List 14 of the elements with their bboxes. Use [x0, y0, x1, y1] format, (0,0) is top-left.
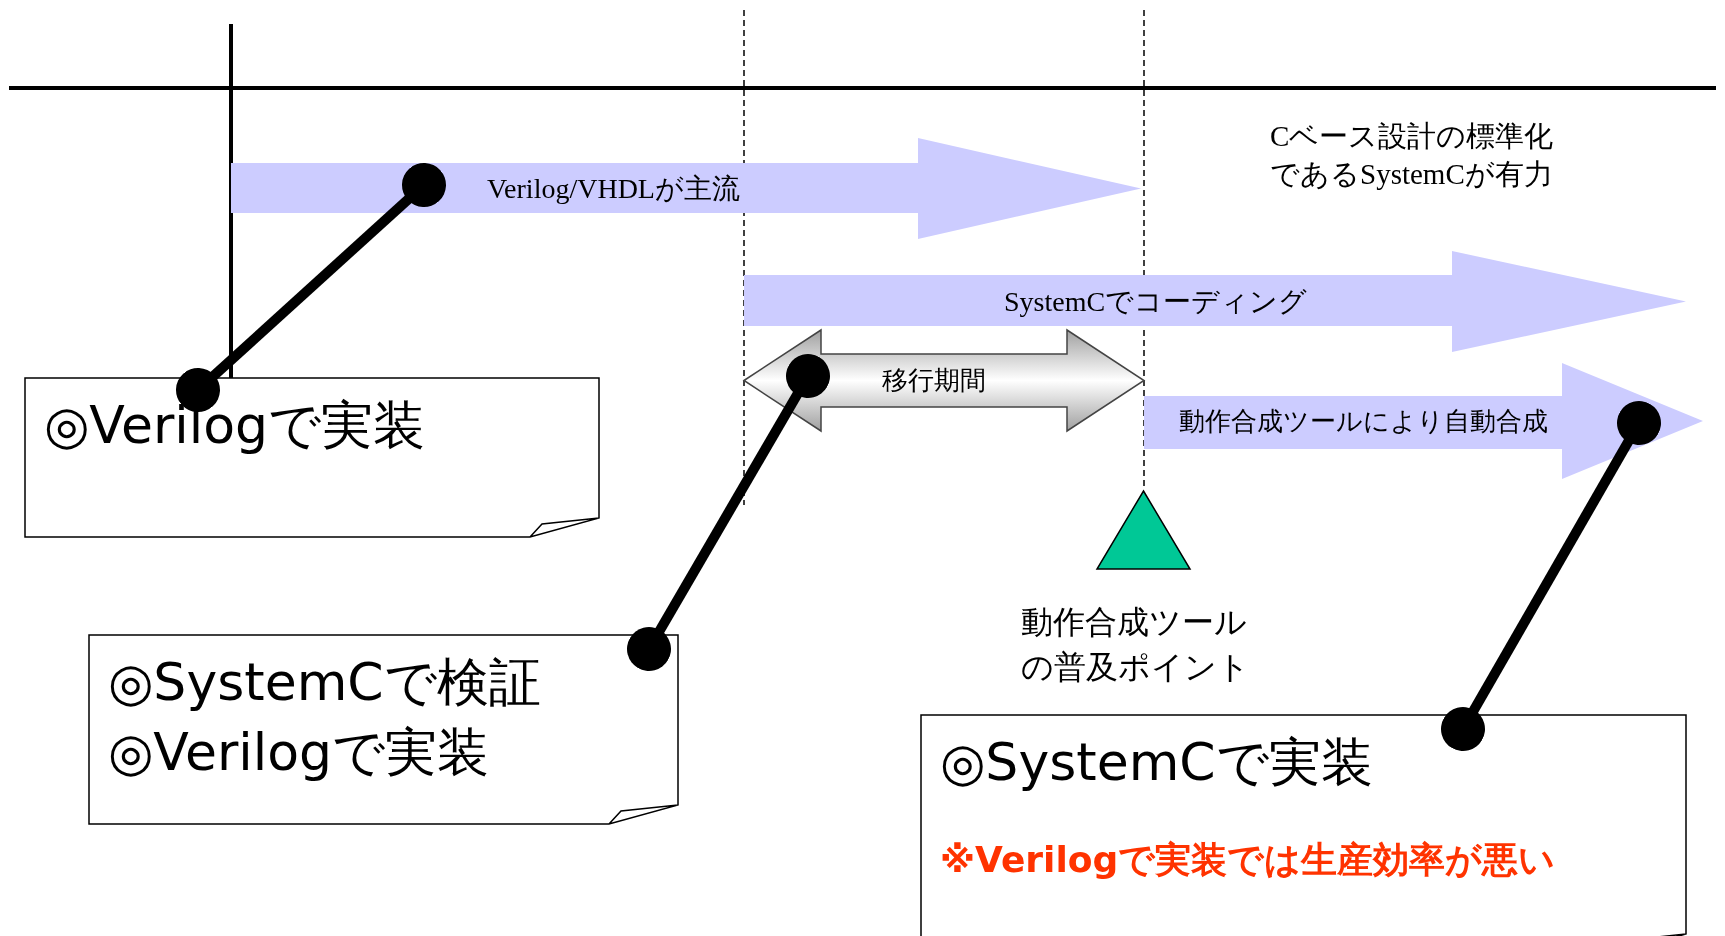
note-label: Cベース設計の標準化であるSystemCが有力 — [1270, 119, 1555, 192]
leader-line — [627, 354, 830, 671]
arrow-label: SystemCでコーディング — [1004, 285, 1308, 320]
arrow-label: 移行期間 — [882, 363, 986, 397]
note-text: ◎Verilogで実装 — [44, 394, 425, 457]
note-text: ◎Verilogで実装 — [108, 721, 489, 785]
note-text: ◎SystemCで実装 — [940, 731, 1373, 794]
arrow-label: Verilog/VHDLが主流 — [487, 172, 740, 207]
milestone-caption: 動作合成ツールの普及ポイント — [1021, 602, 1251, 688]
arrow-label: 動作合成ツールにより自動合成 — [1179, 405, 1548, 439]
leader-line — [176, 163, 446, 412]
note-text: ◎SystemCで検証 — [108, 651, 541, 714]
note-text: ※Verilogで実装では生産効率が悪い — [940, 838, 1556, 883]
leader-line — [1441, 401, 1661, 751]
